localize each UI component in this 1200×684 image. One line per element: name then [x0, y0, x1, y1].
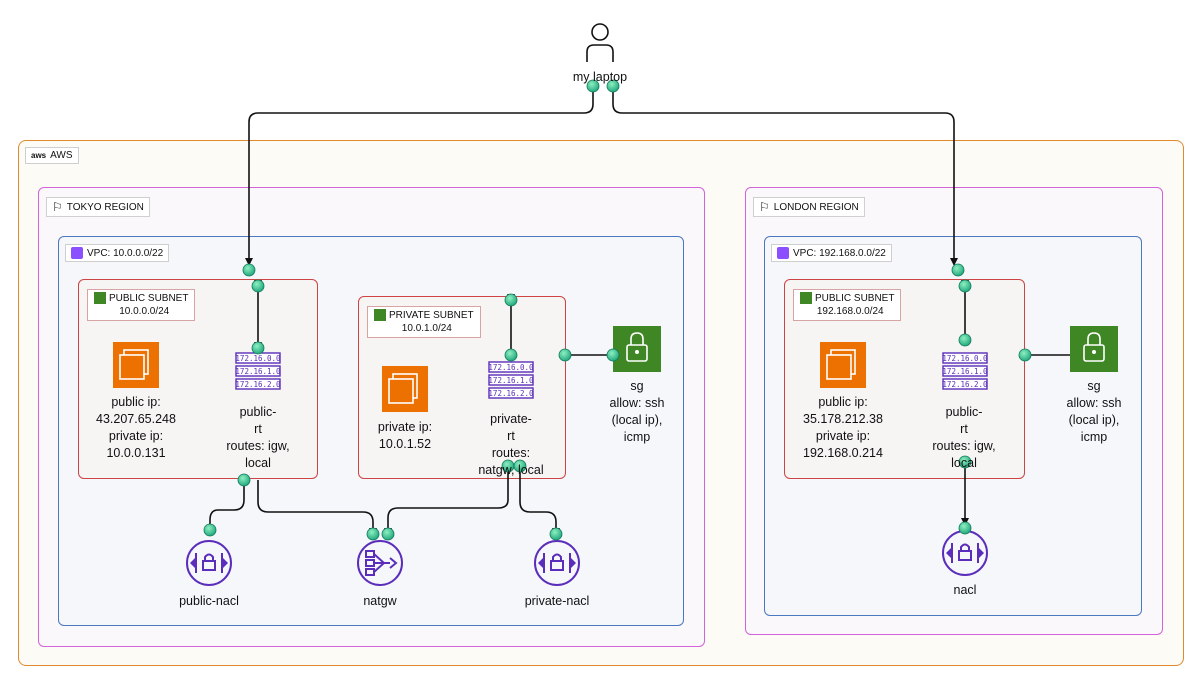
natgw-label: natgw [363, 594, 397, 608]
connection-point [558, 348, 572, 362]
tokyo-public-ec2-icon [113, 342, 159, 388]
tokyo-public-nacl-edge [206, 482, 245, 536]
route-row-text: 172.16.2.0 [235, 380, 281, 389]
connection-point [606, 348, 620, 362]
tokyo-private-ec2-icon [382, 366, 428, 412]
route-row-text: 172.16.0.0 [942, 354, 988, 363]
natgw-icon [357, 540, 403, 586]
tokyo-public-natgw-edge [257, 480, 377, 536]
route-row-box [488, 387, 534, 399]
route-row-box [235, 378, 281, 390]
london-route-table-icon: 172.16.0.0 172.16.1.0 172.16.2.0 [942, 352, 988, 390]
london-nacl-icon [942, 530, 988, 576]
tokyo-public-nacl-label: public-nacl [179, 594, 239, 608]
connection-point [958, 279, 972, 293]
connection-point [549, 527, 563, 541]
route-row-box [942, 378, 988, 390]
connection-point [951, 263, 965, 277]
tokyo-private-instance-label: private ip: 10.0.1.52 [377, 420, 433, 451]
route-row-text: 172.16.0.0 [488, 363, 534, 372]
london-nacl-label: nacl [953, 583, 977, 597]
london-vpc-label: VPC: 192.168.0.0/22 [771, 244, 892, 262]
connection-point [586, 79, 600, 93]
london-public-subnet-label: PUBLIC SUBNET 192.168.0.0/24 [793, 289, 902, 321]
connection-points [203, 79, 1032, 541]
tokyo-private-subnet-label: PRIVATE SUBNET 10.0.1.0/24 [367, 306, 481, 338]
tokyo-private-nacl-edge [519, 468, 560, 536]
lock-icon [800, 292, 812, 305]
tokyo-vpc-label: VPC: 10.0.0.0/22 [65, 244, 170, 262]
london-rt-label: public- rt routes: igw, local [932, 405, 996, 470]
laptop-to-tokyo-rt-edge [245, 86, 594, 266]
tokyo-public-nacl-icon [186, 540, 232, 586]
connection-point [504, 293, 518, 307]
lock-icon [374, 309, 386, 322]
connection-point [958, 455, 972, 469]
laptop-label: my laptop [572, 70, 628, 84]
route-row-box [235, 365, 281, 377]
tokyo-private-route-table-icon: 172.16.0.0 172.16.1.0 172.16.2.0 [488, 361, 534, 399]
tokyo-public-instance-label: public ip: 43.207.65.248 private ip: 10.… [96, 395, 176, 460]
london-instance-label: public ip: 35.178.212.38 private ip: 192… [803, 395, 883, 460]
route-row-text: 172.16.1.0 [942, 367, 988, 376]
connection-point [242, 263, 256, 277]
lock-icon [94, 292, 106, 305]
london-ec2-icon [820, 342, 866, 388]
flag-icon: ⚐ [52, 200, 63, 214]
connection-point [606, 79, 620, 93]
route-row-text: 172.16.2.0 [488, 389, 534, 398]
user-icon [586, 23, 614, 62]
route-row-box [942, 365, 988, 377]
vpc-icon [71, 247, 83, 259]
tokyo-region-label: ⚐ TOKYO REGION [46, 197, 150, 217]
laptop-to-london-rt-edge [612, 86, 958, 266]
tokyo-public-route-table-icon: 172.16.0.0 172.16.1.0 172.16.2.0 [235, 352, 281, 390]
connection-point [237, 473, 251, 487]
tokyo-public-rt-label: public- rt routes: igw, local [226, 405, 290, 470]
london-sg-label: sg allow: ssh (local ip), icmp [1066, 379, 1122, 444]
route-row-text: 172.16.0.0 [235, 354, 281, 363]
tokyo-private-nacl-icon [534, 540, 580, 586]
connection-point [1018, 348, 1032, 362]
connection-point [251, 279, 265, 293]
tokyo-private-nacl-label: private-nacl [524, 594, 590, 608]
connection-point [513, 459, 527, 473]
route-row-box [488, 361, 534, 373]
aws-group-label: aws AWS [25, 147, 79, 164]
connection-point [958, 333, 972, 347]
connections [206, 86, 1070, 536]
connection-point [366, 527, 380, 541]
route-row-text: 172.16.2.0 [942, 380, 988, 389]
route-row-box [488, 374, 534, 386]
tokyo-private-rt-label: private- rt routes: natgw, local [478, 412, 544, 477]
connection-point [958, 521, 972, 535]
flag-icon: ⚐ [759, 200, 770, 214]
tokyo-sg-label: sg allow: ssh (local ip), icmp [609, 379, 665, 444]
connection-point [504, 348, 518, 362]
tokyo-public-subnet-label: PUBLIC SUBNET 10.0.0.0/24 [87, 289, 196, 321]
tokyo-private-natgw-edge [384, 468, 509, 536]
aws-logo-icon: aws [31, 150, 47, 160]
connection-point [203, 523, 217, 537]
tokyo-sg-lock-icon [613, 326, 661, 372]
vpc-icon [777, 247, 789, 259]
route-row-text: 172.16.1.0 [235, 367, 281, 376]
london-region-label: ⚐ LONDON REGION [753, 197, 865, 217]
london-sg-lock-icon [1070, 326, 1118, 372]
route-row-text: 172.16.1.0 [488, 376, 534, 385]
connection-point [251, 341, 265, 355]
route-row-box [942, 352, 988, 364]
connection-point [381, 527, 395, 541]
